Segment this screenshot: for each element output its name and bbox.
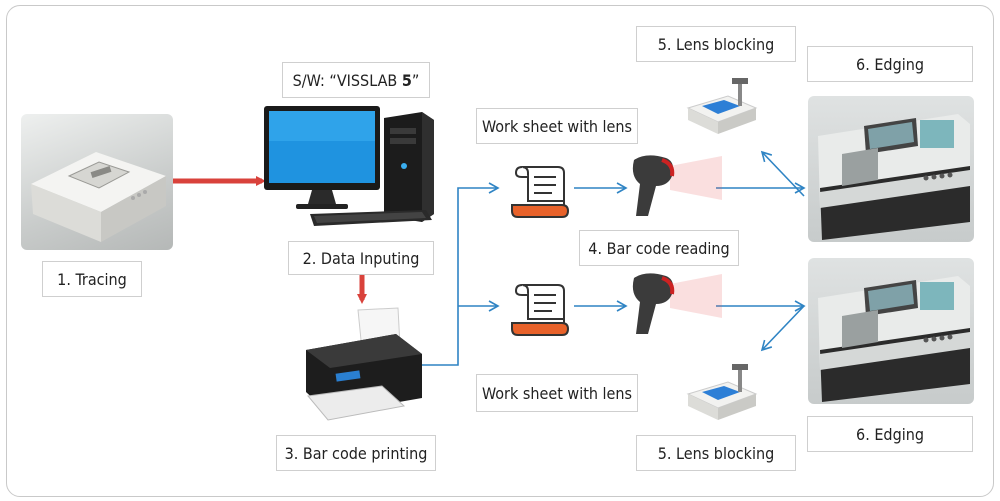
tracing-label-box: 1. Tracing <box>42 261 142 297</box>
edging-top-label: 6. Edging <box>856 54 924 74</box>
document-scroll-icon <box>511 166 570 218</box>
printer-icon <box>306 307 422 421</box>
desktop-computer-icon <box>264 106 434 226</box>
lens-blocker-icon <box>686 364 758 420</box>
edger-machine-icon <box>818 276 970 402</box>
edger-bottom-photo <box>808 258 974 404</box>
barcode-reading-label-box: 4. Bar code reading <box>579 230 739 266</box>
lens-blocking-bottom-label-box: 5. Lens blocking <box>636 435 796 471</box>
work-sheet-bottom-label: Work sheet with lens <box>481 383 633 403</box>
software-label-suffix: ” <box>411 70 420 90</box>
tracer-device-icon <box>31 152 166 242</box>
edging-bottom-label: 6. Edging <box>856 424 924 444</box>
lens-blocking-top-label-box: 5. Lens blocking <box>636 26 796 62</box>
lens-blocking-bottom-label: 5. Lens blocking <box>657 443 775 463</box>
lens-blocker-icon <box>686 78 758 134</box>
edger-top-photo <box>808 96 974 242</box>
barcode-scanner-icon <box>632 273 722 334</box>
work-sheet-top-label: Work sheet with lens <box>481 116 633 136</box>
edger-machine-icon <box>818 114 970 240</box>
data-inputting-label: 2. Data Inputing <box>302 248 420 268</box>
edging-bottom-label-box: 6. Edging <box>807 416 973 452</box>
tracing-label: 1. Tracing <box>57 269 127 289</box>
tracer-photo <box>21 114 173 250</box>
barcode-reading-label: 4. Bar code reading <box>588 238 730 258</box>
software-label-version: 5 <box>401 70 412 90</box>
arrow-edger-to-blocker-top <box>760 150 805 197</box>
barcode-printing-label: 3. Bar code printing <box>284 443 428 463</box>
lens-blocking-top-label: 5. Lens blocking <box>657 34 775 54</box>
barcode-scanner-icon <box>632 155 722 216</box>
software-label-prefix: S/W: “VISSLAB <box>292 70 402 90</box>
work-sheet-bottom-label-box: Work sheet with lens <box>476 374 638 412</box>
software-label-box: S/W: “VISSLAB 5” <box>282 62 430 98</box>
document-scroll-icon <box>511 284 570 336</box>
arrow-printer-branch <box>412 182 500 366</box>
edging-top-label-box: 6. Edging <box>807 46 973 82</box>
data-inputting-label-box: 2. Data Inputing <box>288 241 434 275</box>
barcode-printing-label-box: 3. Bar code printing <box>276 435 436 471</box>
diagram-frame <box>6 5 994 497</box>
arrow-edger-to-blocker-bottom <box>760 305 805 352</box>
work-sheet-top-label-box: Work sheet with lens <box>476 108 638 144</box>
